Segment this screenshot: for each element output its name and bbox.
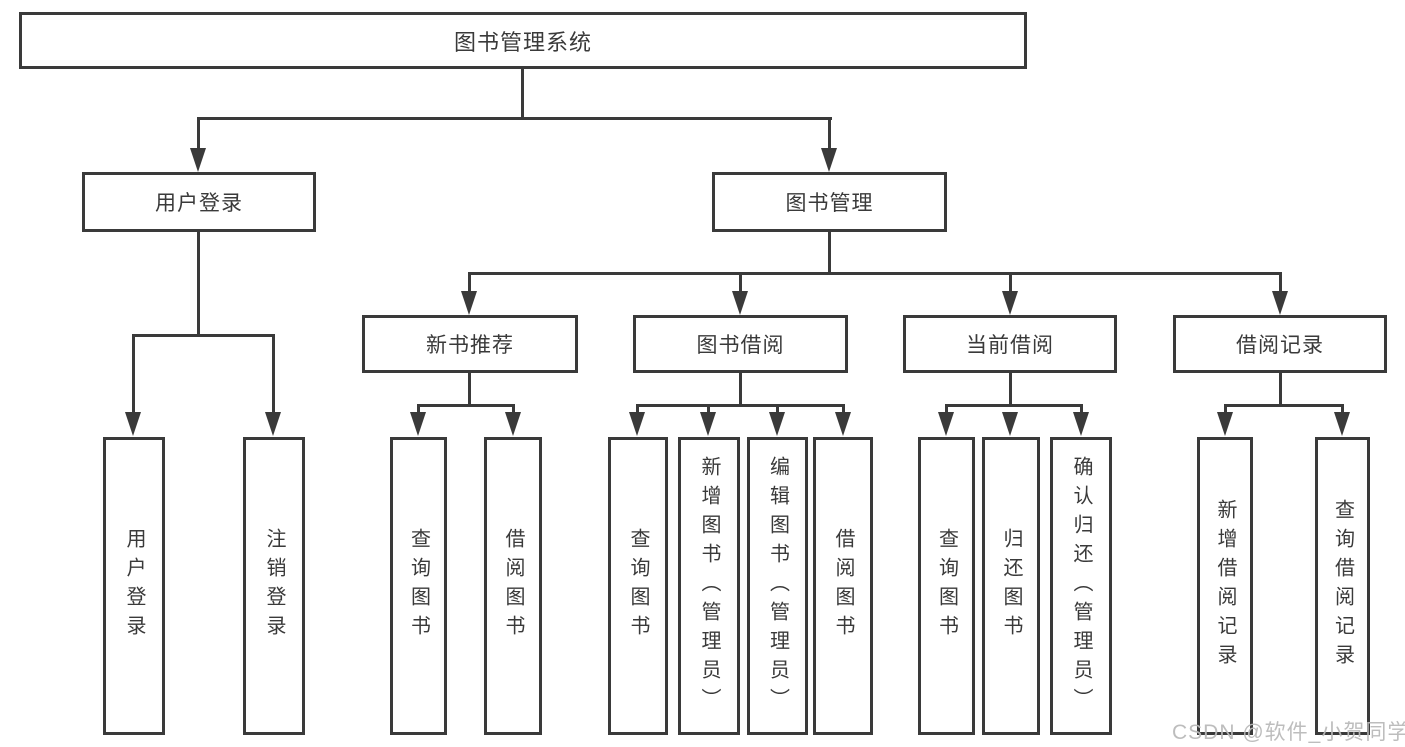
connector-line: [272, 334, 275, 413]
connector-line: [776, 404, 779, 414]
arrow-down-icon: [265, 412, 281, 436]
connector-line: [132, 334, 135, 413]
arrow-down-icon: [125, 412, 141, 436]
arrow-down-icon: [1002, 412, 1018, 436]
leaf-label: 确认归还（管理员）: [1070, 455, 1092, 717]
leaf-logout: 注销登录: [243, 437, 305, 735]
arrow-down-icon: [700, 412, 716, 436]
node-label: 图书管理系统: [453, 29, 592, 55]
leaf-borrow-book: 借阅图书: [813, 437, 873, 735]
connector-line: [1279, 272, 1282, 292]
connector-line: [739, 373, 742, 407]
connector-line: [945, 404, 948, 414]
node-label: 当前借阅: [966, 334, 1054, 357]
connector-line: [1080, 404, 1083, 414]
node-label: 图书借阅: [696, 334, 785, 357]
arrow-down-icon: [1272, 291, 1288, 315]
arrow-down-icon: [1002, 291, 1018, 315]
leaf-add-book-admin: 新增图书（管理员）: [678, 437, 740, 735]
node-book-management: 图书管理: [712, 172, 947, 232]
connector-line: [1009, 272, 1012, 292]
node-library-system: 图书管理系统: [19, 12, 1027, 69]
leaf-label: 新增图书（管理员）: [698, 455, 720, 717]
node-current-borrow: 当前借阅: [903, 315, 1117, 373]
leaf-query-book-recommend: 查询图书: [390, 437, 447, 735]
leaf-return-book: 归还图书: [982, 437, 1040, 735]
arrow-down-icon: [1073, 412, 1089, 436]
leaf-user-login: 用户登录: [103, 437, 165, 735]
connector-line: [707, 404, 710, 414]
arrow-down-icon: [629, 412, 645, 436]
leaf-query-borrow-record: 查询借阅记录: [1315, 437, 1370, 735]
node-label: 借阅记录: [1236, 334, 1324, 357]
connector-line: [417, 404, 515, 407]
arrow-down-icon: [461, 291, 477, 315]
connector-line: [636, 404, 845, 407]
leaf-label: 查询图书: [407, 528, 430, 644]
leaf-label: 编辑图书（管理员）: [766, 455, 789, 717]
arrow-down-icon: [821, 148, 837, 172]
leaf-edit-book-admin: 编辑图书（管理员）: [747, 437, 808, 735]
arrow-down-icon: [1217, 412, 1233, 436]
node-label: 用户登录: [155, 192, 243, 215]
connector-line: [197, 117, 200, 149]
leaf-label: 查询图书: [935, 528, 958, 644]
node-user-login: 用户登录: [82, 172, 316, 232]
connector-line: [828, 117, 831, 149]
connector-line: [1279, 373, 1282, 407]
leaf-label: 借阅图书: [502, 528, 524, 644]
arrow-down-icon: [190, 148, 206, 172]
connector-line: [197, 117, 832, 120]
leaf-label: 借阅图书: [832, 528, 854, 644]
arrow-down-icon: [505, 412, 521, 436]
arrow-down-icon: [938, 412, 954, 436]
leaf-label: 查询图书: [627, 528, 649, 644]
connector-line: [828, 232, 831, 274]
connector-line: [1009, 373, 1012, 407]
node-label: 新书推荐: [426, 334, 514, 357]
leaf-add-borrow-record: 新增借阅记录: [1197, 437, 1253, 735]
csdn-watermark: CSDN @软件_小贺同学: [1172, 721, 1405, 744]
connector-line: [197, 232, 200, 336]
leaf-label: 查询借阅记录: [1331, 499, 1354, 673]
node-borrow-records: 借阅记录: [1173, 315, 1387, 373]
arrow-down-icon: [769, 412, 785, 436]
connector-line: [1224, 404, 1344, 407]
connector-line: [945, 404, 1083, 407]
connector-line: [468, 373, 471, 407]
connector-line: [468, 272, 1282, 275]
leaf-label: 归还图书: [1000, 528, 1022, 644]
connector-line: [636, 404, 639, 414]
leaf-label: 新增借阅记录: [1214, 499, 1236, 673]
connector-line: [132, 334, 275, 337]
node-new-book-recommend: 新书推荐: [362, 315, 578, 373]
connector-line: [1341, 404, 1344, 414]
connector-line: [512, 404, 515, 414]
node-label: 图书管理: [785, 192, 874, 215]
leaf-confirm-return-admin: 确认归还（管理员）: [1050, 437, 1112, 735]
arrow-down-icon: [732, 291, 748, 315]
connector-line: [842, 404, 845, 414]
leaf-query-book-borrow: 查询图书: [608, 437, 668, 735]
leaf-query-book-current: 查询图书: [918, 437, 975, 735]
connector-line: [739, 272, 742, 292]
arrow-down-icon: [835, 412, 851, 436]
arrow-down-icon: [1334, 412, 1350, 436]
arrow-down-icon: [410, 412, 426, 436]
node-book-borrow: 图书借阅: [633, 315, 848, 373]
leaf-label: 注销登录: [263, 528, 285, 644]
leaf-borrow-book-recommend: 借阅图书: [484, 437, 542, 735]
connector-line: [521, 69, 524, 118]
connector-line: [1224, 404, 1227, 414]
leaf-label: 用户登录: [123, 528, 145, 644]
connector-line: [417, 404, 420, 414]
connector-line: [468, 272, 471, 292]
